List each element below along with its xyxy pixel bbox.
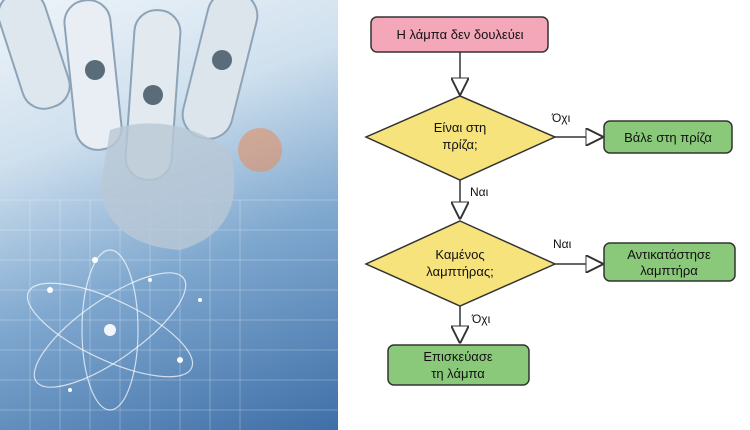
action-node-replace-bulb	[603, 242, 736, 282]
edge-label-yes-1: Ναι	[470, 185, 489, 199]
start-node	[370, 16, 549, 53]
robot-hand-image	[0, 0, 338, 430]
robot-hand-illustration	[0, 0, 338, 430]
decision-node-plugged	[364, 95, 557, 181]
edge-label-yes-2: Ναι	[553, 237, 572, 251]
start-node-text: Η λάμπα δεν δουλεύει	[396, 27, 523, 42]
action-node-replace-bulb-line1: Αντικατάστησε	[627, 247, 711, 262]
action-node-replace-bulb-line2: λαμπτήρα	[640, 263, 698, 278]
decision-node-bulb-line1: Καμένος	[435, 247, 484, 262]
action-node-plug-in	[603, 120, 733, 154]
action-node-repair-lamp	[387, 344, 530, 386]
action-node-repair-lamp-line1: Επισκεύασε	[423, 349, 492, 364]
decision-node-plugged-line1: Είναι στη	[434, 120, 486, 135]
decision-node-bulb-line2: λαμπτήρας;	[426, 264, 493, 279]
decision-node-bulb	[364, 220, 557, 307]
edge-label-no-1: Όχι	[551, 111, 571, 125]
action-node-repair-lamp-line2: τη λάμπα	[431, 366, 485, 381]
flowchart-canvas: Η λάμπα δεν δουλεύει Είναι στη πρίζα; Βά…	[364, 16, 736, 386]
edge-label-no-2: Όχι	[471, 312, 491, 326]
decision-node-plugged-line2: πρίζα;	[442, 137, 477, 152]
flowchart: Η λάμπα δεν δουλεύει Είναι στη πρίζα; Βά…	[338, 0, 750, 430]
action-node-plug-in-text: Βάλε στη πρίζα	[624, 130, 712, 145]
